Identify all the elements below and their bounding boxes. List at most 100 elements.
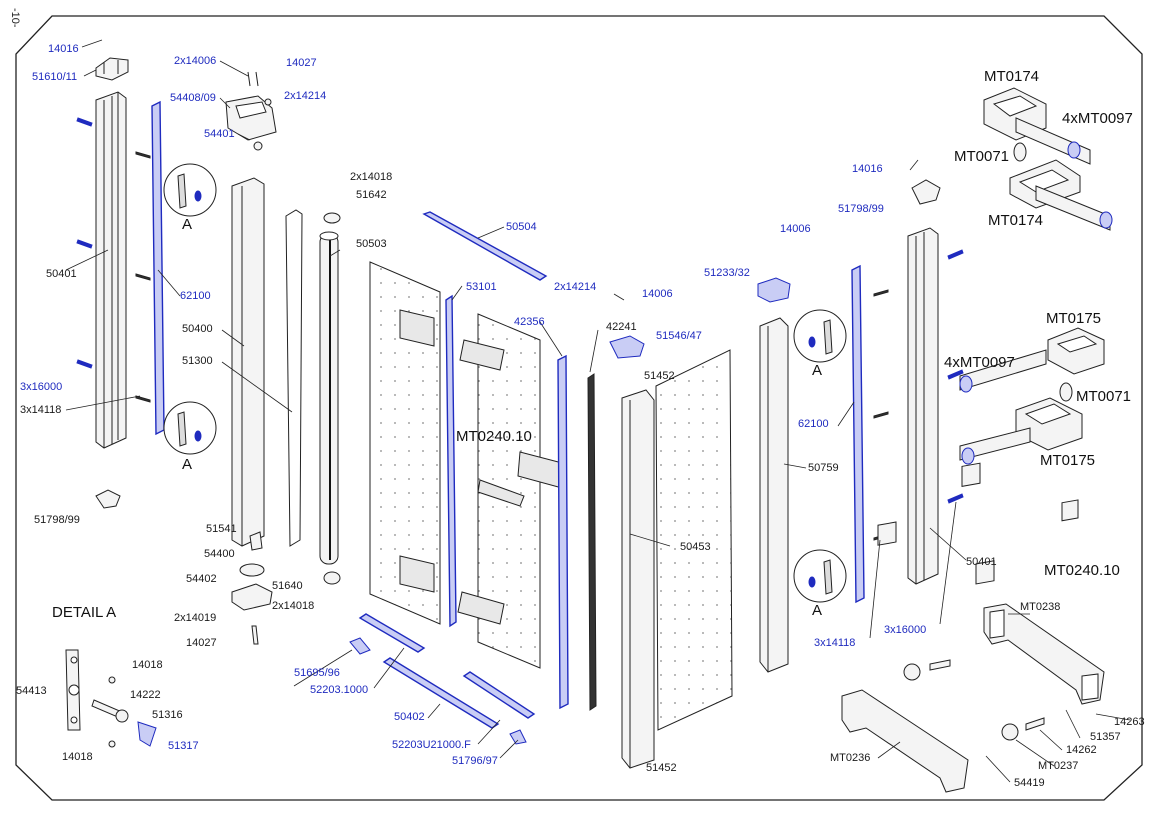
part-label: 3x16000 xyxy=(20,381,63,393)
part-label: 50453 xyxy=(680,541,711,553)
part-label: 54402 xyxy=(186,573,217,585)
part-label: 50400 xyxy=(182,323,213,335)
part-label: 51695/96 xyxy=(294,667,340,679)
label-mt0097-mid: 4xMT0097 xyxy=(944,354,1015,371)
part-label: 14016 xyxy=(852,163,883,175)
part-label: 2x14214 xyxy=(554,281,597,293)
part-label: 50503 xyxy=(356,238,387,250)
rail-50402 xyxy=(382,657,500,729)
part-label: 51798/99 xyxy=(34,514,80,526)
assembly-mt0175-bottom xyxy=(959,397,1083,465)
strip-42241 xyxy=(587,373,597,711)
part-label: 53101 xyxy=(466,281,497,293)
handle-mt0238 xyxy=(983,603,1105,705)
part-label: 51642 xyxy=(356,189,387,201)
part-label: 51546/47 xyxy=(656,330,702,342)
part-label: 50402 xyxy=(394,711,425,723)
screws-3x14118-right xyxy=(873,289,889,541)
bracket-51798-right xyxy=(911,179,941,205)
assembly-mt0174-top xyxy=(983,87,1091,165)
part-label: 54400 xyxy=(204,548,235,560)
strip-51300 xyxy=(285,209,303,547)
glass-panel-middle xyxy=(457,313,567,669)
glass-panel-left xyxy=(369,261,441,625)
part-label: 51233/32 xyxy=(704,267,750,279)
label-mt0071-mid: MT0071 xyxy=(1076,388,1132,405)
part-label: MT0236 xyxy=(830,752,871,764)
bracket-51610 xyxy=(95,57,129,81)
part-label: 14018 xyxy=(132,659,163,671)
part-label: 51452 xyxy=(644,370,675,382)
profile-50453 xyxy=(621,389,655,769)
detail-marker-2: A xyxy=(182,456,193,473)
part-label: 2x14019 xyxy=(174,612,217,624)
seal-62100-left xyxy=(151,100,165,436)
part-label: 50504 xyxy=(506,221,537,233)
pivot-51541 xyxy=(249,531,263,551)
part-label: 50401 xyxy=(966,556,997,568)
part-label: 51316 xyxy=(152,709,183,721)
handle-mt0236 xyxy=(841,689,969,793)
detail-a-circle-left-bottom xyxy=(163,401,217,455)
detail-a-drawing xyxy=(65,649,157,748)
screws-3x14118-left xyxy=(135,151,151,403)
part-label: 52203.1000 xyxy=(310,684,369,696)
mt0071-mid xyxy=(1059,382,1073,402)
part-label: 14006 xyxy=(642,288,673,300)
handle-code-center: MT0240.10 xyxy=(456,428,532,445)
rail-50504 xyxy=(422,211,548,281)
part-label: 62100 xyxy=(798,418,829,430)
detail-a-title: DETAIL A xyxy=(52,604,117,621)
part-label: 14263 xyxy=(1114,716,1145,728)
part-label: 2x14006 xyxy=(174,55,217,67)
page-number: -10- xyxy=(9,8,21,28)
glass-panel-right xyxy=(655,349,733,731)
page-frame xyxy=(15,15,1143,801)
part-label: 14016 xyxy=(48,43,79,55)
clip-51695 xyxy=(349,637,371,655)
profile-50400 xyxy=(231,177,265,547)
part-label: 14027 xyxy=(286,57,317,69)
dowels-3x16000-right xyxy=(947,249,964,504)
mt0071-top xyxy=(1013,142,1027,162)
part-label: 54408/09 xyxy=(170,92,216,104)
profile-50759 xyxy=(759,317,789,673)
handle-code-right: MT0240.10 xyxy=(1044,562,1120,579)
part-label: 51452 xyxy=(646,762,677,774)
wall-profile-50401-left xyxy=(95,91,127,449)
part-label: 14222 xyxy=(130,689,161,701)
rail-52203 xyxy=(358,613,426,653)
part-label: 62100 xyxy=(180,290,211,302)
label-mt0071-top: MT0071 xyxy=(954,148,1010,165)
part-label: 3x14118 xyxy=(20,404,62,416)
dowels-3x16000-left xyxy=(76,117,93,369)
detail-a-circle-right-bottom xyxy=(793,549,847,603)
part-label: 51541 xyxy=(206,523,237,535)
tube-50503 xyxy=(319,212,341,585)
detail-marker-1: A xyxy=(182,216,193,233)
label-mt0175-bottom: MT0175 xyxy=(1040,452,1096,469)
part-label: 50759 xyxy=(808,462,839,474)
detail-a-circle-right-top xyxy=(793,309,847,363)
part-label: 54419 xyxy=(1014,777,1045,789)
part-label: 2x14214 xyxy=(284,90,327,102)
part-label: 2x14018 xyxy=(272,600,315,612)
part-label: 42356 xyxy=(514,316,545,328)
part-label: 51798/99 xyxy=(838,203,884,215)
part-label: 51317 xyxy=(168,740,199,752)
hinge-54408 xyxy=(225,71,277,151)
hinge-51546 xyxy=(609,335,645,359)
handle-fittings xyxy=(877,462,1079,741)
part-label: 51357 xyxy=(1090,731,1121,743)
part-label: 51610/11 xyxy=(32,71,78,83)
leader-lines xyxy=(65,39,1131,783)
seal-62100-right xyxy=(851,264,865,604)
assembly-mt0174-bottom xyxy=(1009,159,1113,231)
clip-51796 xyxy=(509,729,527,745)
seal-53101 xyxy=(445,294,457,628)
rail-52203u xyxy=(462,671,536,719)
part-label: 14018 xyxy=(62,751,93,763)
part-label: 14027 xyxy=(186,637,217,649)
